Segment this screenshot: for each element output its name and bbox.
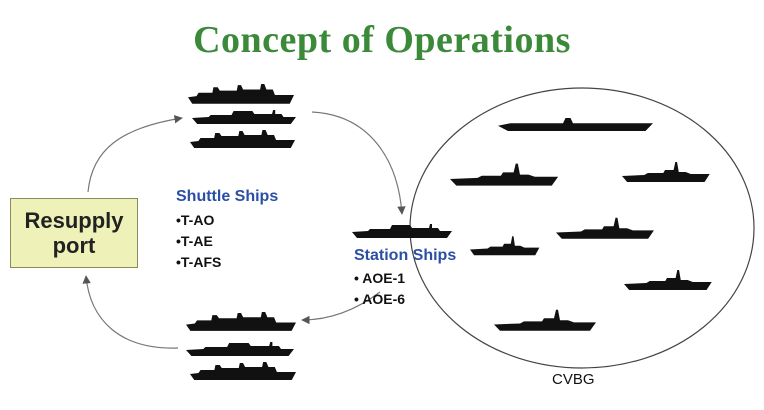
ship-icon — [192, 110, 296, 124]
list-item: • AOE-1 — [354, 270, 406, 286]
shuttle-ships-bottom — [186, 312, 296, 380]
carrier-icon — [498, 118, 653, 131]
station-ship-icon — [352, 224, 452, 238]
resupply-port-box: Resupply port — [10, 198, 138, 268]
ship-icon — [186, 342, 294, 356]
arrow-shuttle-to-port — [82, 275, 179, 349]
warship-icon — [556, 217, 654, 239]
ship-icon — [188, 84, 294, 104]
cvbg-label: CVBG — [552, 371, 595, 388]
list-item: • AOE-6 — [354, 291, 406, 307]
arrow-port-to-shuttle — [87, 115, 183, 193]
warship-icon — [494, 309, 596, 331]
station-ships-list: • AOE-1 • AOE-6 — [354, 268, 405, 310]
list-item: •T-AE — [176, 233, 213, 249]
ship-icon — [190, 130, 295, 148]
cvbg-ships — [450, 118, 712, 331]
warship-icon — [622, 162, 710, 182]
ship-icon — [190, 362, 296, 380]
warship-icon — [450, 163, 559, 186]
shuttle-ships-heading: Shuttle Ships — [176, 188, 279, 205]
shuttle-ships-list: •T-AO •T-AE •T-AFS — [176, 210, 221, 273]
arrow-station-to-shuttle — [301, 291, 381, 325]
list-item: •T-AFS — [176, 254, 222, 270]
station-ships-heading: Station Ships — [354, 247, 457, 264]
warship-icon — [470, 236, 540, 256]
arrow-shuttle-to-station — [311, 111, 406, 215]
warship-icon — [624, 270, 712, 290]
list-item: •T-AO — [176, 212, 215, 228]
ship-icon — [186, 312, 296, 331]
shuttle-ships-top — [188, 84, 296, 148]
page-title: Concept of Operations — [193, 19, 571, 61]
